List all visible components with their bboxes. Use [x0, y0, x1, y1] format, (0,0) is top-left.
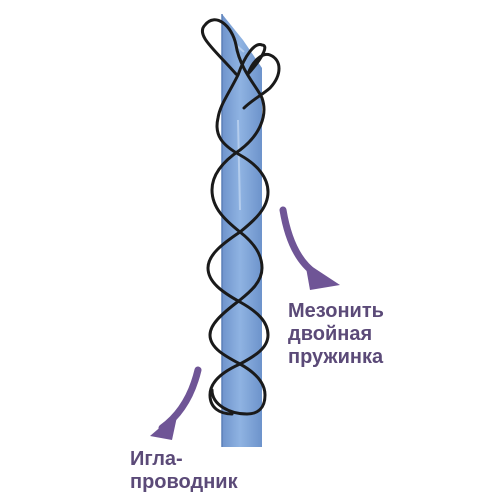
thread-strand-left — [200, 18, 267, 416]
curved-arrow-icon — [150, 366, 202, 440]
thread-label: Мезонить двойная пружинка — [288, 300, 384, 369]
needle-label: Игла- проводник — [130, 448, 238, 494]
needle-label-line1: Игла- — [130, 448, 183, 470]
thread-label-line1: Мезонить — [288, 300, 384, 322]
thread-top-loop — [242, 52, 281, 110]
thread-strand-right — [206, 43, 270, 416]
needle-label-line2: проводник — [130, 471, 238, 493]
thread-label-line3: пружинка — [288, 346, 384, 368]
double-spring-thread — [200, 18, 281, 416]
thread-label-line2: двойная — [288, 323, 373, 345]
curved-arrow-icon — [279, 206, 340, 290]
